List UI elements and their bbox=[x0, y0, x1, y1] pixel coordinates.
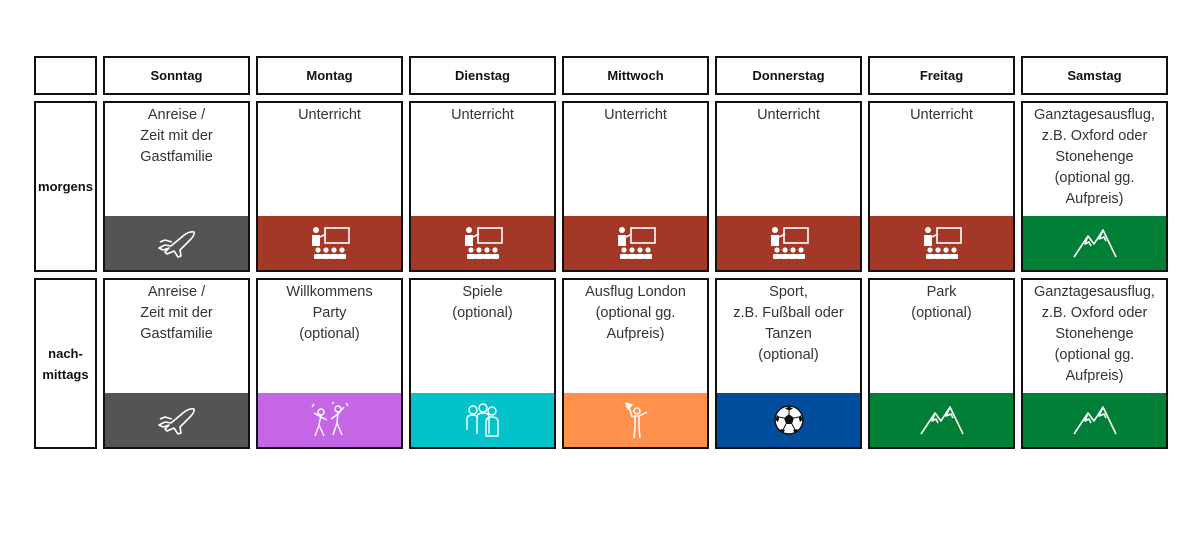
classroom-icon bbox=[308, 224, 352, 262]
schedule-cell: Unterricht bbox=[409, 101, 556, 272]
activity-color-band bbox=[717, 393, 860, 447]
row-label-afternoon: nach- mittags bbox=[34, 278, 97, 449]
day-header-3: Dienstag bbox=[409, 56, 556, 95]
classroom-icon bbox=[767, 224, 811, 262]
schedule-cell: Spiele (optional) bbox=[409, 278, 556, 449]
activity-color-band bbox=[1023, 393, 1166, 447]
activity-color-band bbox=[258, 216, 401, 270]
activity-color-band bbox=[564, 393, 707, 447]
activity-color-band bbox=[870, 393, 1013, 447]
corner-header bbox=[34, 56, 97, 95]
activity-text: Anreise / Zeit mit der Gastfamilie bbox=[140, 284, 213, 342]
activity-color-band bbox=[717, 216, 860, 270]
activity-text: Unterricht bbox=[298, 107, 361, 123]
activity-text: Ausflug London (optional gg. Aufpreis) bbox=[585, 284, 686, 342]
activity-text: Sport, z.B. Fußball oder Tanzen (optiona… bbox=[733, 284, 844, 363]
activity-color-band bbox=[564, 216, 707, 270]
day-header-6: Freitag bbox=[868, 56, 1015, 95]
activity-color-band bbox=[105, 216, 248, 270]
day-header-7: Samstag bbox=[1021, 56, 1168, 95]
activity-color-band bbox=[411, 216, 554, 270]
activity-text: Unterricht bbox=[757, 107, 820, 123]
schedule-cell: Unterricht bbox=[868, 101, 1015, 272]
schedule-cell: Anreise / Zeit mit der Gastfamilie bbox=[103, 278, 250, 449]
day-header-5: Donnerstag bbox=[715, 56, 862, 95]
row-label-morning: morgens bbox=[34, 101, 97, 272]
guide-icon bbox=[616, 399, 656, 441]
airplane-icon bbox=[155, 226, 199, 260]
schedule-cell: Ausflug London (optional gg. Aufpreis) bbox=[562, 278, 709, 449]
schedule-cell: Unterricht bbox=[562, 101, 709, 272]
classroom-icon bbox=[920, 224, 964, 262]
activity-color-band bbox=[411, 393, 554, 447]
activity-text: Anreise / Zeit mit der Gastfamilie bbox=[140, 107, 213, 165]
schedule-cell: Anreise / Zeit mit der Gastfamilie bbox=[103, 101, 250, 272]
soccer-ball-icon bbox=[772, 403, 806, 437]
activity-color-band bbox=[870, 216, 1013, 270]
schedule-cell: Sport, z.B. Fußball oder Tanzen (optiona… bbox=[715, 278, 862, 449]
day-header-2: Montag bbox=[256, 56, 403, 95]
activity-text: Unterricht bbox=[604, 107, 667, 123]
schedule-cell: Unterricht bbox=[715, 101, 862, 272]
classroom-icon bbox=[614, 224, 658, 262]
activity-color-band bbox=[258, 393, 401, 447]
day-header-1: Sonntag bbox=[103, 56, 250, 95]
mountain-icon bbox=[1071, 226, 1119, 260]
activity-text: Ganztagesausflug, z.B. Oxford oder Stone… bbox=[1034, 284, 1155, 384]
activity-color-band bbox=[105, 393, 248, 447]
activity-color-band bbox=[1023, 216, 1166, 270]
day-header-4: Mittwoch bbox=[562, 56, 709, 95]
mountain-icon bbox=[1071, 403, 1119, 437]
schedule-cell: Willkommens Party (optional) bbox=[256, 278, 403, 449]
schedule-cell: Park (optional) bbox=[868, 278, 1015, 449]
group-icon bbox=[463, 400, 503, 440]
schedule-cell: Ganztagesausflug, z.B. Oxford oder Stone… bbox=[1021, 101, 1168, 272]
activity-text: Willkommens Party (optional) bbox=[286, 284, 373, 342]
schedule-cell: Ganztagesausflug, z.B. Oxford oder Stone… bbox=[1021, 278, 1168, 449]
mountain-icon bbox=[918, 403, 966, 437]
activity-text: Unterricht bbox=[451, 107, 514, 123]
classroom-icon bbox=[461, 224, 505, 262]
activity-text: Ganztagesausflug, z.B. Oxford oder Stone… bbox=[1034, 107, 1155, 207]
schedule-cell: Unterricht bbox=[256, 101, 403, 272]
party-icon bbox=[308, 400, 352, 440]
activity-text: Park (optional) bbox=[911, 284, 972, 321]
activity-text: Spiele (optional) bbox=[452, 284, 513, 321]
activity-text: Unterricht bbox=[910, 107, 973, 123]
airplane-icon bbox=[155, 403, 199, 437]
